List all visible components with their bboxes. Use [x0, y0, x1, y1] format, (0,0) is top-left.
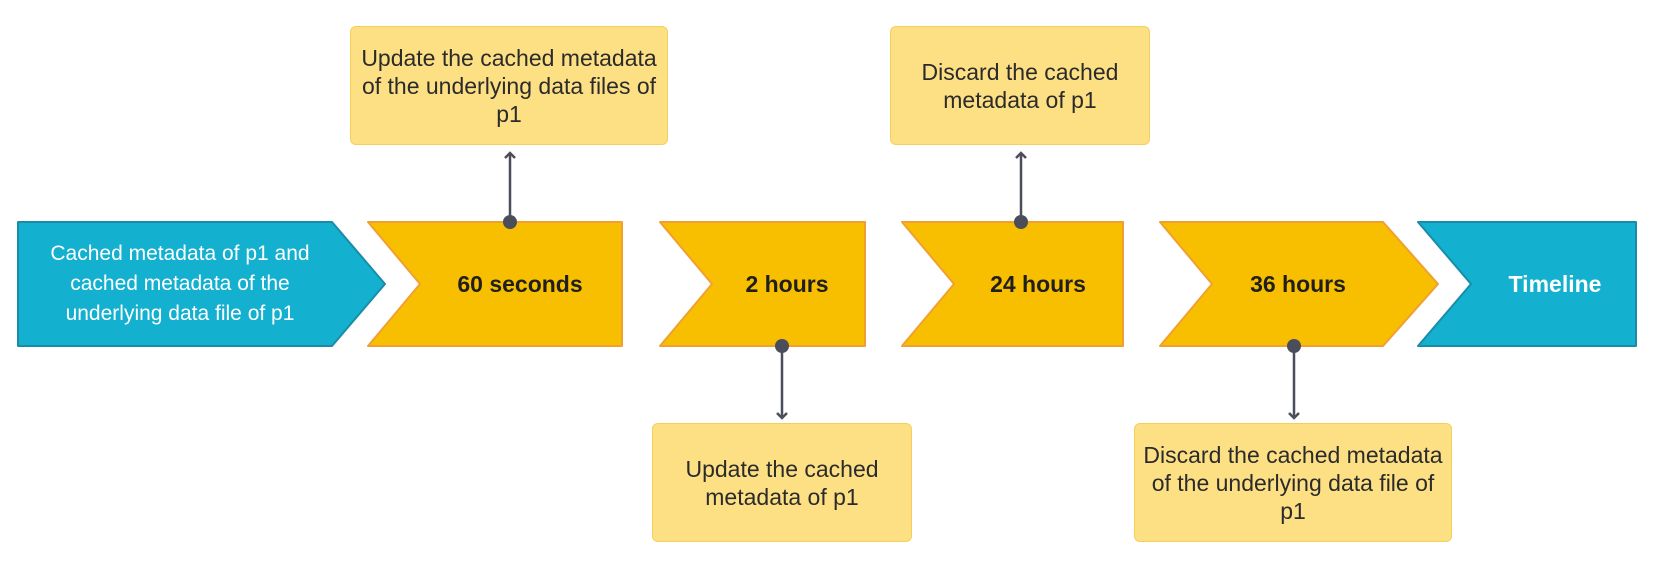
start-label: Cached metadata of p1 and cached metadat…: [50, 242, 310, 325]
stage-label-2-hours: 2 hours: [745, 270, 829, 297]
stage-chevron-2-hours: [659, 221, 866, 347]
connector-36-hours: [1287, 339, 1301, 420]
end-arrow: [1417, 221, 1637, 347]
stage-label-36-hours: 36 hours: [1250, 270, 1346, 297]
event-box-60-seconds: Update the cached metadata of the underl…: [350, 26, 668, 145]
event-box-36-hours: Discard the cached metadata of the under…: [1134, 423, 1452, 542]
stage-chevron-36-hours: [1159, 221, 1439, 347]
stage-chevron-60-seconds: [367, 221, 623, 347]
event-box-2-hours: Update the cached metadata of p1: [652, 423, 912, 542]
stage-chevron-24-hours: [901, 221, 1124, 347]
start-arrow: [17, 221, 386, 347]
stage-label-60-seconds: 60 seconds: [457, 270, 583, 297]
end-label: Timeline: [1508, 270, 1602, 297]
connector-24-hours: [1014, 151, 1028, 229]
connector-2-hours: [775, 339, 789, 420]
connector-60-seconds: [503, 151, 517, 229]
stage-label-24-hours: 24 hours: [990, 270, 1086, 297]
event-box-24-hours: Discard the cached metadata of p1: [890, 26, 1150, 145]
